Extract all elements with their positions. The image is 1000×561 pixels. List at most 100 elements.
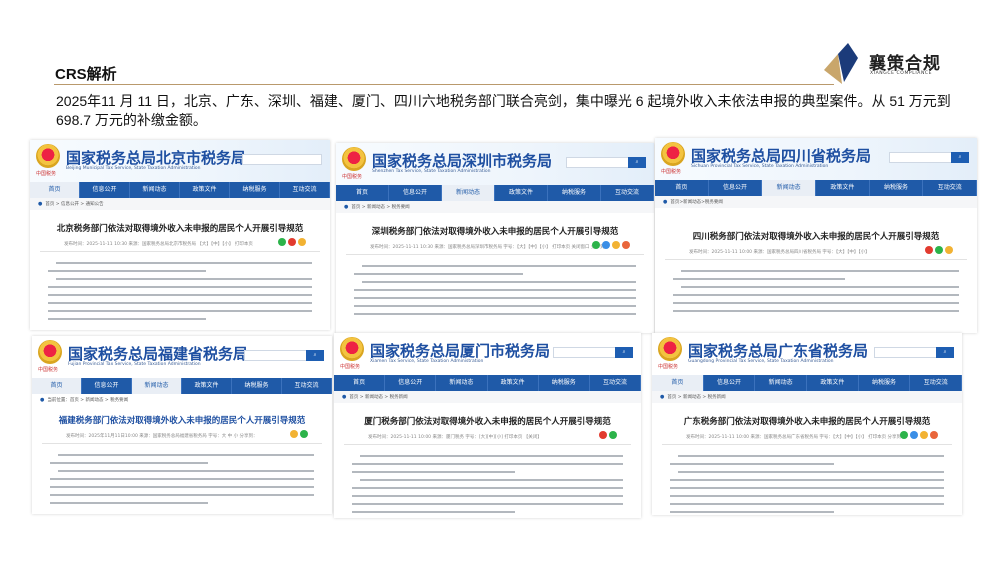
article-meta: 发布时间：2025年11月11日10:00 来源：国家税务总局福建省税务局 字号… [42, 426, 322, 444]
wechat-icon[interactable] [609, 431, 617, 439]
search-input[interactable] [242, 154, 322, 165]
nav-news[interactable]: 新闻动态 [762, 180, 817, 196]
breadcrumb: 首页 > 新闻动态 > 税务新闻 [652, 391, 962, 403]
weibo-icon[interactable] [288, 238, 296, 246]
weibo-icon[interactable] [930, 431, 938, 439]
nav-policy[interactable]: 政策文件 [488, 375, 539, 391]
site-banner: 中国税务 国家税务总局广东省税务局 Guangdong Provincial T… [652, 333, 962, 375]
nav-service[interactable]: 纳税服务 [548, 185, 601, 201]
section-title: CRS解析 [55, 66, 117, 83]
qzone-icon[interactable] [920, 431, 928, 439]
site-subtitle: Xiamen Tax Service, State Taxation Admin… [370, 359, 484, 364]
nav-interact[interactable]: 互动交流 [910, 375, 962, 391]
nav-info[interactable]: 信息公开 [704, 375, 756, 391]
breadcrumb: 首页 > 信息公开 > 通知公告 [30, 198, 330, 210]
nav-service[interactable]: 纳税服务 [859, 375, 911, 391]
nav-service[interactable]: 纳税服务 [539, 375, 590, 391]
logo-name: 襄策合规 [869, 54, 941, 74]
article-title: 四川税务部门依法对取得境外收入未申报的居民个人开展引导规范 [692, 232, 940, 242]
site-subtitle: Shenzhen Tax Service, State Taxation Adm… [372, 169, 491, 174]
article-body [652, 445, 962, 513]
nav-info[interactable]: 信息公开 [389, 185, 442, 201]
nav-interact[interactable]: 互动交流 [590, 375, 641, 391]
nav-news[interactable]: 新闻动态 [130, 182, 180, 198]
nav-service[interactable]: 纳税服务 [230, 182, 280, 198]
article-body [32, 444, 332, 504]
wechat-icon[interactable] [900, 431, 908, 439]
main-nav: 首页 信息公开 新闻动态 政策文件 纳税服务 互动交流 [655, 180, 977, 196]
nav-home[interactable]: 首页 [655, 180, 709, 196]
article-meta: 发布时间：2025-11-11 10:00 来源：国家税务总局四川省税务局 字号… [665, 242, 967, 260]
breadcrumb: 首页 > 新闻动态 > 税务新闻 [334, 391, 641, 403]
share-icons [590, 241, 630, 251]
meta-text: 发布时间：2025年11月11日10:00 来源：国家税务总局福建省税务局 字号… [66, 434, 258, 439]
site-subtitle: Fujian Provincial Tax Service, State Tax… [68, 362, 201, 367]
weibo-icon[interactable] [622, 241, 630, 249]
article-meta: 发布时间：2025-11-11 10:30 来源：国家税务总局深圳市税务局 字号… [346, 237, 644, 255]
wechat-icon[interactable] [300, 430, 308, 438]
search-button[interactable]: ⌕ [951, 152, 969, 163]
nav-news[interactable]: 新闻动态 [755, 375, 808, 391]
site-subtitle: Beijing Municipal Tax Service, State Tax… [66, 166, 201, 171]
meta-text: 发布时间：2025-11-11 10:00 来源：国家税务总局广东省税务局 字号… [686, 435, 906, 440]
nav-home[interactable]: 首页 [336, 185, 389, 201]
nav-interact[interactable]: 互动交流 [923, 180, 977, 196]
summary-text: 2025年11 月 11 日，北京、广东、深圳、福建、厦门、四川六地税务部门联合… [56, 93, 951, 128]
wechat-icon[interactable] [592, 241, 600, 249]
nav-policy[interactable]: 政策文件 [807, 375, 859, 391]
search-button[interactable]: ⌕ [936, 347, 954, 358]
nav-interact[interactable]: 互动交流 [280, 182, 330, 198]
nav-home[interactable]: 首页 [334, 375, 386, 391]
site-subtitle: Guangdong Provincial Tax Service, State … [688, 359, 834, 364]
main-nav: 首页 信息公开 新闻动态 政策文件 纳税服务 互动交流 [652, 375, 962, 391]
meta-text: 发布时间：2025-11-11 10:30 来源：国家税务总局深圳市税务局 字号… [370, 245, 609, 250]
brand-logo [818, 40, 968, 88]
nav-info[interactable]: 信息公开 [385, 375, 437, 391]
nav-policy[interactable]: 政策文件 [182, 378, 232, 394]
nav-service[interactable]: 纳税服务 [232, 378, 282, 394]
nav-home[interactable]: 首页 [652, 375, 704, 391]
share-icons [898, 431, 938, 441]
search-button[interactable]: ⌕ [615, 347, 633, 358]
nav-interact[interactable]: 互动交流 [282, 378, 332, 394]
title-divider [54, 84, 834, 85]
wechat-icon[interactable] [278, 238, 286, 246]
search-button[interactable]: ⌕ [306, 350, 324, 361]
search-button[interactable]: ⌕ [628, 157, 646, 168]
tax-emblem-icon [36, 144, 60, 168]
share-icons [276, 238, 306, 248]
wechat-icon[interactable] [935, 246, 943, 254]
nav-service[interactable]: 纳税服务 [870, 180, 924, 196]
slogan: 中国税务 [342, 174, 363, 180]
weibo-icon[interactable] [599, 431, 607, 439]
article-meta: 发布时间：2025-11-11 10:00 来源：厦门税务 字号：[大][中][… [344, 427, 631, 445]
article-title: 广东税务部门依法对取得境外收入未申报的居民个人开展引导规范 [683, 417, 931, 427]
nav-info[interactable]: 信息公开 [82, 378, 132, 394]
screenshot-card-beijing: 中国税务 国家税务总局北京市税务局 Beijing Municipal Tax … [30, 140, 330, 330]
nav-info[interactable]: 信息公开 [709, 180, 763, 196]
nav-news[interactable]: 新闻动态 [436, 375, 488, 391]
nav-news[interactable]: 新闻动态 [132, 378, 182, 394]
qq-icon[interactable] [910, 431, 918, 439]
weibo-icon[interactable] [290, 430, 298, 438]
qzone-icon[interactable] [612, 241, 620, 249]
nav-home[interactable]: 首页 [32, 378, 82, 394]
qzone-icon[interactable] [298, 238, 306, 246]
article-title: 厦门税务部门依法对取得境外收入未申报的居民个人开展引导规范 [364, 417, 611, 427]
article-body [655, 260, 977, 312]
weibo-icon[interactable] [925, 246, 933, 254]
article-body [336, 255, 654, 315]
qzone-icon[interactable] [945, 246, 953, 254]
site-title: 国家税务总局厦门市税务局 [370, 342, 551, 360]
screenshot-card-guangdong: 中国税务 国家税务总局广东省税务局 Guangdong Provincial T… [652, 333, 962, 515]
nav-home[interactable]: 首页 [30, 182, 80, 198]
nav-interact[interactable]: 互动交流 [601, 185, 654, 201]
nav-policy[interactable]: 政策文件 [816, 180, 870, 196]
main-nav: 首页 信息公开 新闻动态 政策文件 纳税服务 互动交流 [30, 182, 330, 198]
nav-policy[interactable]: 政策文件 [495, 185, 548, 201]
site-banner: 中国税务 国家税务总局福建省税务局 Fujian Provincial Tax … [32, 336, 332, 378]
nav-info[interactable]: 信息公开 [80, 182, 130, 198]
nav-news[interactable]: 新闻动态 [442, 185, 495, 201]
qq-icon[interactable] [602, 241, 610, 249]
nav-policy[interactable]: 政策文件 [180, 182, 230, 198]
